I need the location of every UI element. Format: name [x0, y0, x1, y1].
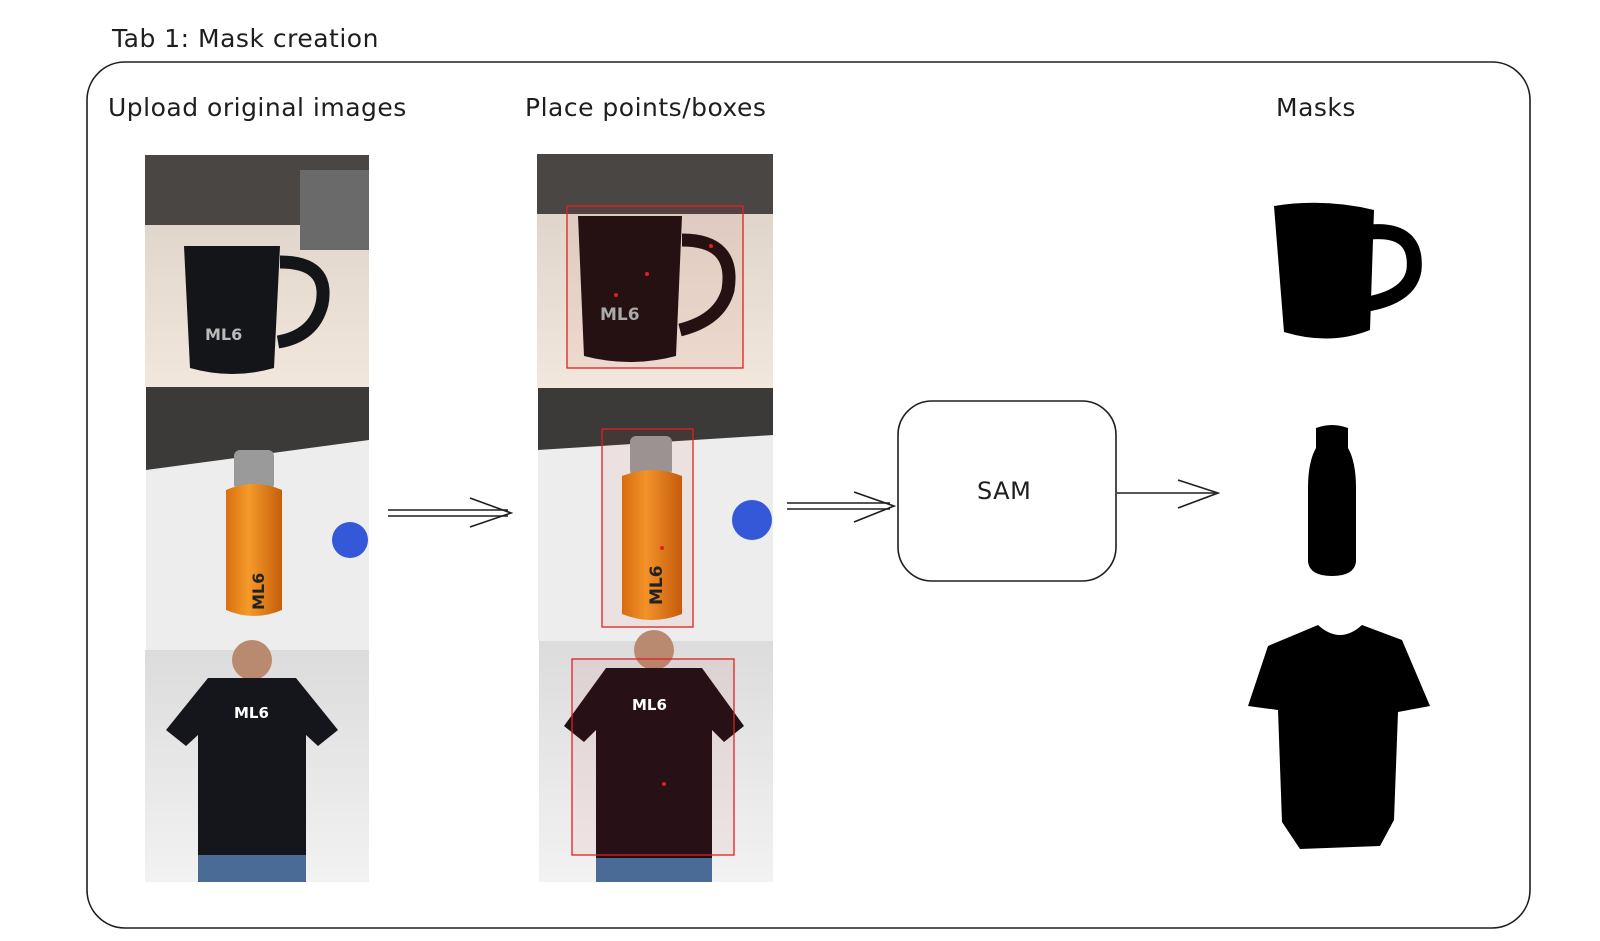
- original-images: ML6 ML6 ML6: [145, 155, 369, 882]
- svg-text:ML6: ML6: [234, 704, 269, 722]
- tab-frame: [86, 61, 1531, 929]
- bottle-mask: [1308, 425, 1356, 576]
- bounding-box: [566, 205, 744, 369]
- output-masks: [1248, 202, 1430, 849]
- sam-label: SAM: [977, 477, 1032, 505]
- annotated-mug-photo: ML6: [537, 154, 773, 388]
- diagram-title: Tab 1: Mask creation: [112, 24, 379, 53]
- annotated-tshirt-photo: ML6: [539, 630, 773, 882]
- bounding-box: [601, 428, 694, 628]
- sam-model-box: [897, 400, 1117, 582]
- svg-text:ML6: ML6: [600, 305, 640, 325]
- arrow-sam-to-masks: [1117, 479, 1221, 509]
- arrow-upload-to-annotate: [388, 497, 514, 528]
- mug-mask: [1274, 202, 1422, 339]
- column-heading-upload: Upload original images: [108, 93, 407, 122]
- svg-text:ML6: ML6: [632, 696, 667, 714]
- point-marker: [645, 272, 649, 276]
- svg-text:ML6: ML6: [647, 565, 667, 605]
- bounding-box: [571, 658, 735, 856]
- bottle-photo: ML6: [146, 387, 369, 650]
- arrow-annotate-to-sam: [787, 491, 897, 523]
- tshirt-mask: [1248, 625, 1430, 849]
- mug-photo: ML6: [145, 155, 369, 387]
- svg-text:ML6: ML6: [205, 325, 242, 344]
- annotated-images: ML6 ML6 ML6: [537, 154, 773, 882]
- svg-text:ML6: ML6: [249, 573, 268, 610]
- annotated-bottle-photo: ML6: [538, 388, 773, 641]
- column-heading-annotate: Place points/boxes: [525, 93, 767, 122]
- column-heading-masks: Masks: [1276, 93, 1356, 122]
- tshirt-photo: ML6: [145, 640, 369, 882]
